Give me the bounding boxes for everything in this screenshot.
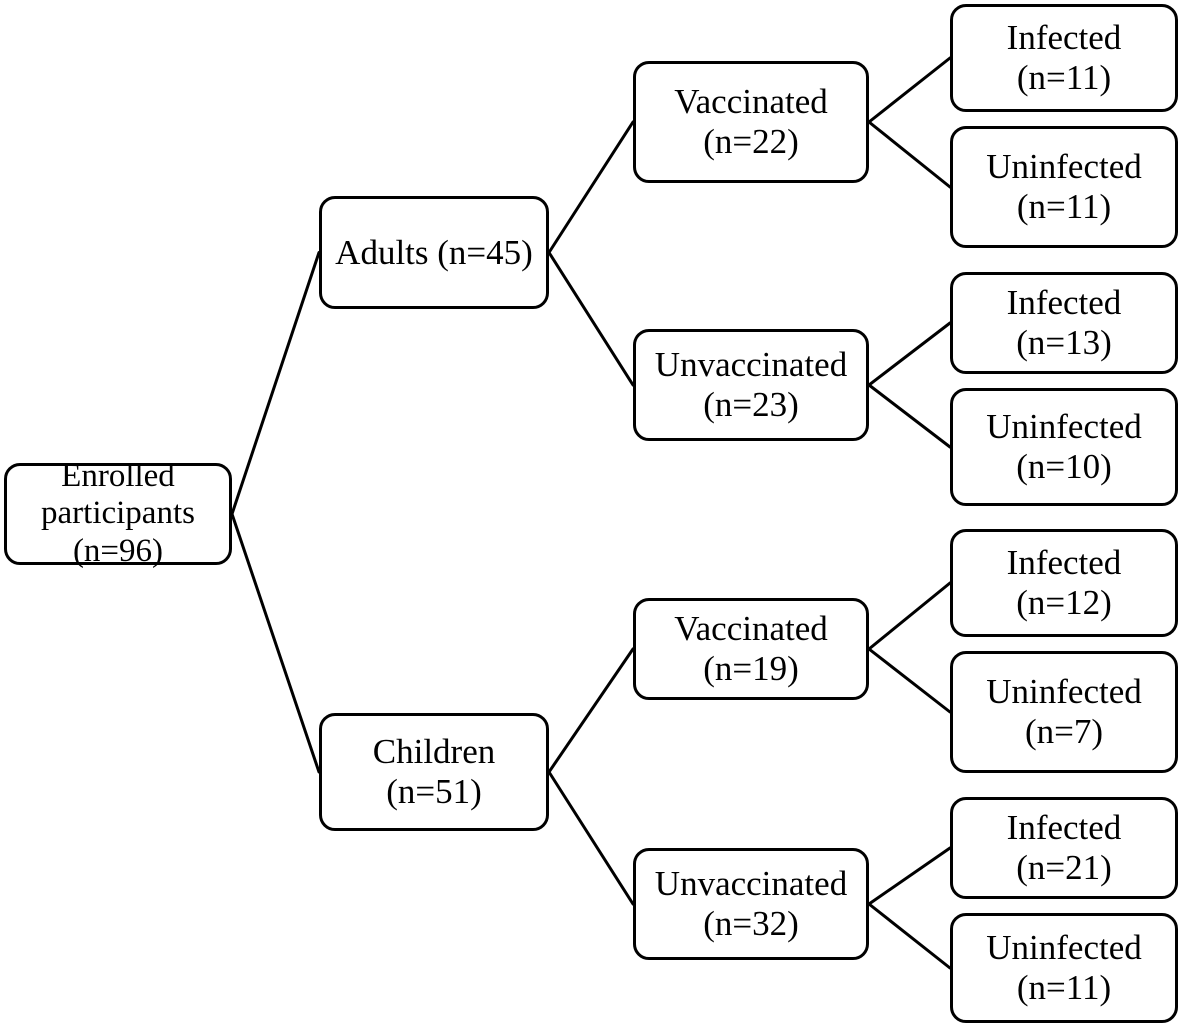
node-label: Infected (n=21) [1006, 808, 1122, 887]
connector-children_unvaccinated-to-cu_uninfected [867, 902, 952, 970]
node-label: Infected (n=12) [1006, 543, 1122, 622]
node-label: Uninfected (n=7) [986, 672, 1142, 751]
connector-adults-to-adults_unvaccinated [547, 251, 635, 387]
node-enrolled-participants[interactable]: Enrolled participants (n=96) [4, 458, 232, 569]
connector-adults_vaccinated-to-av_uninfected [867, 120, 952, 189]
connector-adults_unvaccinated-to-au_uninfected [867, 383, 952, 449]
node-children-vaccinated[interactable]: Vaccinated (n=19) [633, 598, 869, 700]
node-label: Vaccinated (n=19) [674, 609, 828, 688]
node-adults-vaccinated-infected[interactable]: Infected (n=11) [950, 4, 1178, 112]
node-adults-unvaccinated-infected[interactable]: Infected (n=13) [950, 272, 1178, 374]
node-adults-vaccinated[interactable]: Vaccinated (n=22) [633, 61, 869, 183]
node-adults-unvaccinated-uninfected[interactable]: Uninfected (n=10) [950, 388, 1178, 506]
node-children-vaccinated-infected[interactable]: Infected (n=12) [950, 529, 1178, 637]
node-label: Uninfected (n=11) [986, 928, 1142, 1007]
connector-children_vaccinated-to-cv_uninfected [867, 647, 952, 714]
connector-adults_unvaccinated-to-au_infected [867, 321, 952, 387]
connector-children-to-children_unvaccinated [547, 770, 635, 906]
node-children-unvaccinated-uninfected[interactable]: Uninfected (n=11) [950, 913, 1178, 1023]
node-adults-vaccinated-uninfected[interactable]: Uninfected (n=11) [950, 126, 1178, 248]
connector-root-to-adults [230, 251, 321, 516]
connector-root-to-children [230, 512, 321, 774]
node-label: Unvaccinated (n=32) [654, 864, 848, 943]
connector-adults_vaccinated-to-av_infected [867, 56, 952, 124]
node-label: Enrolled participants (n=96) [41, 457, 195, 569]
connector-children-to-children_vaccinated [547, 647, 635, 774]
node-label: Uninfected (n=11) [986, 147, 1142, 226]
node-children-unvaccinated[interactable]: Unvaccinated (n=32) [633, 848, 869, 960]
node-adults-unvaccinated[interactable]: Unvaccinated (n=23) [633, 329, 869, 441]
connector-adults-to-adults_vaccinated [547, 120, 635, 254]
node-label: Unvaccinated (n=23) [654, 345, 848, 424]
node-label: Infected (n=11) [1006, 18, 1122, 97]
node-label: Adults (n=45) [335, 232, 533, 272]
connector-children_vaccinated-to-cv_infected [867, 581, 952, 651]
node-children-vaccinated-uninfected[interactable]: Uninfected (n=7) [950, 651, 1178, 773]
node-label: Infected (n=13) [1006, 283, 1122, 362]
node-label: Children (n=51) [372, 732, 496, 811]
node-children-unvaccinated-infected[interactable]: Infected (n=21) [950, 797, 1178, 899]
node-label: Vaccinated (n=22) [674, 82, 828, 161]
node-children[interactable]: Children (n=51) [319, 713, 549, 831]
node-label: Uninfected (n=10) [986, 407, 1142, 486]
connector-children_unvaccinated-to-cu_infected [867, 846, 952, 906]
node-adults[interactable]: Adults (n=45) [319, 196, 549, 309]
